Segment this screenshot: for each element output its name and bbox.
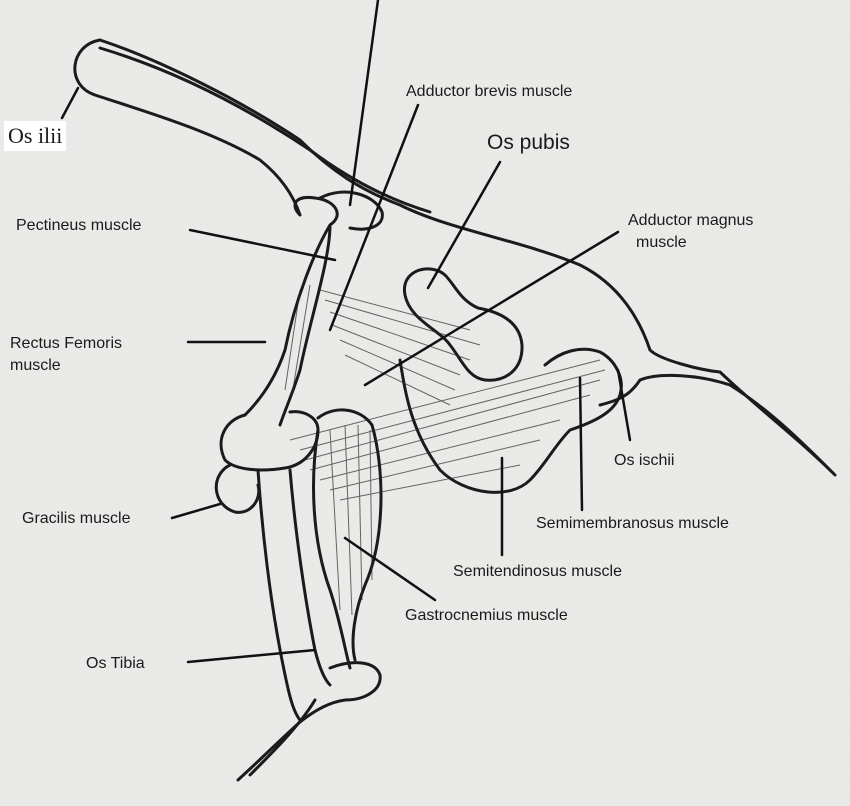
label-semimembranosus: Semimembranosus muscle [536, 515, 729, 533]
label-gracilis: Gracilis muscle [22, 510, 130, 528]
label-os-ilii: Os ilii [4, 121, 66, 151]
label-rectus-femoris-line2: muscle [10, 357, 61, 375]
label-semitendinosus: Semitendinosus muscle [453, 563, 622, 581]
label-os-pubis: Os pubis [487, 131, 570, 155]
label-pectineus: Pectineus muscle [16, 217, 141, 235]
label-os-tibia: Os Tibia [86, 655, 145, 673]
label-adductor-brevis: Adductor brevis muscle [406, 83, 572, 101]
label-gastrocnemius: Gastrocnemius muscle [405, 607, 568, 625]
label-rectus-femoris-line1: Rectus Femoris [10, 335, 122, 353]
label-adductor-magnus-line2: muscle [636, 234, 687, 252]
label-os-ischii: Os ischii [614, 452, 674, 470]
label-adductor-magnus-line1: Adductor magnus [628, 212, 753, 230]
